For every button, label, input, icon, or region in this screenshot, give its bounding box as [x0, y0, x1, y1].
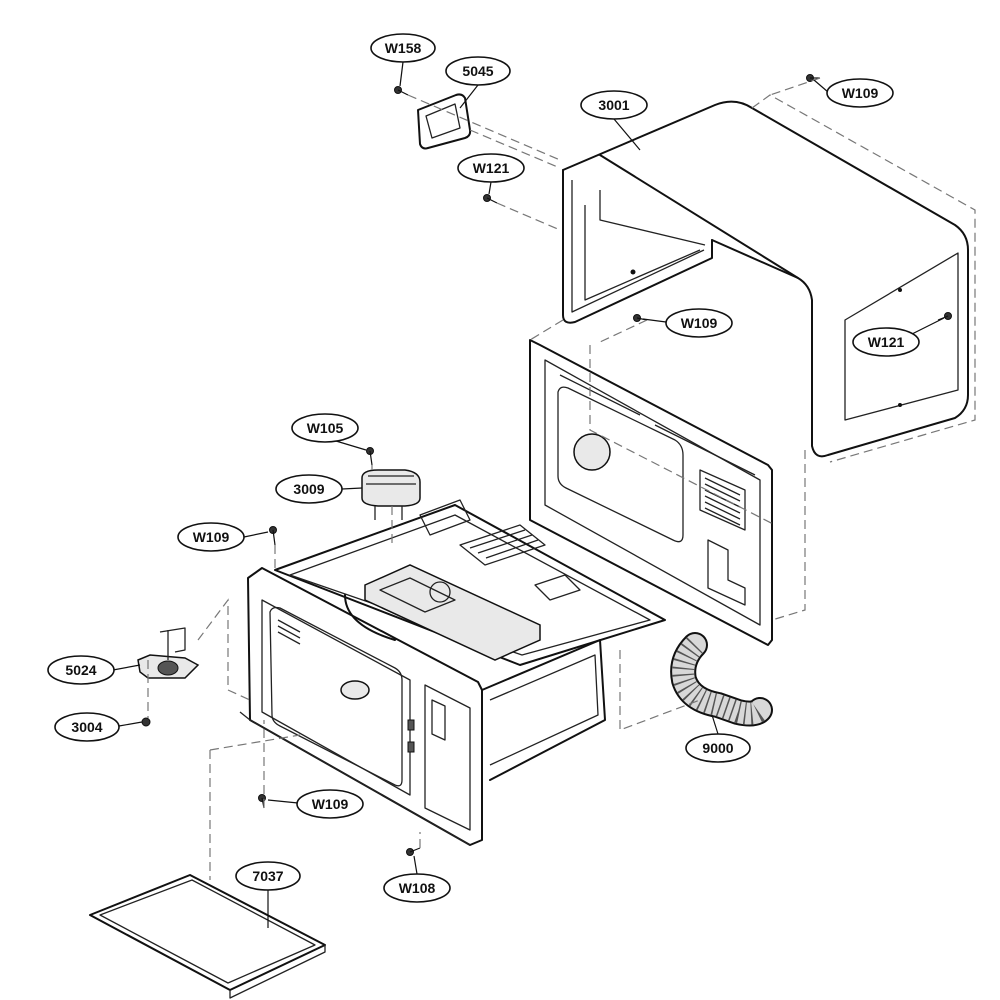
svg-text:3001: 3001 [598, 97, 629, 113]
svg-text:5045: 5045 [462, 63, 493, 79]
svg-text:W105: W105 [307, 420, 344, 436]
screw-icon [269, 526, 277, 546]
top-deck-vent-grille [459, 524, 546, 566]
callout-7037: 7037 [235, 861, 301, 891]
svg-text:3009: 3009 [293, 481, 324, 497]
outer-cabinet-part [562, 100, 969, 458]
svg-text:5024: 5024 [65, 662, 96, 678]
callout-w121-top: W121 [457, 153, 525, 183]
svg-text:W109: W109 [193, 529, 230, 545]
screw-icon [483, 194, 498, 204]
callout-w108: W108 [383, 873, 451, 903]
interlock-switch-part [361, 469, 421, 520]
screw-icon [406, 847, 421, 856]
screw-icon [366, 447, 374, 466]
callout-w105: W105 [291, 413, 359, 443]
glass-tray-part [89, 874, 326, 999]
oven-cavity-chassis-part [239, 499, 666, 846]
stirrer-motor-part [137, 627, 200, 679]
callout-5045: 5045 [445, 56, 511, 86]
svg-text:W121: W121 [868, 334, 905, 350]
callout-w109-top: W109 [826, 78, 894, 108]
cavity-light [340, 680, 370, 700]
callout-5024: 5024 [47, 655, 115, 685]
rear-panel-vent-grille [704, 477, 741, 526]
callout-3004: 3004 [54, 712, 120, 742]
callout-3009: 3009 [275, 474, 343, 504]
svg-text:W109: W109 [681, 315, 718, 331]
svg-text:W109: W109 [842, 85, 879, 101]
svg-text:W158: W158 [385, 40, 422, 56]
callouts: W158 5045 W109 3001 W121 W109 [47, 33, 945, 928]
callout-w109-mid: W109 [665, 308, 733, 338]
callout-w158: W158 [370, 33, 436, 63]
svg-text:W108: W108 [399, 880, 436, 896]
svg-text:7037: 7037 [252, 868, 283, 884]
callout-3001: 3001 [580, 90, 648, 120]
callout-9000: 9000 [685, 733, 751, 763]
svg-text:W121: W121 [473, 160, 510, 176]
flex-duct-hose-part [670, 632, 773, 727]
stirrer-nut-part [141, 717, 151, 727]
screw-icon [937, 312, 952, 321]
cavity-vent-grille [277, 619, 301, 645]
shield-bracket-5045-part [417, 93, 472, 150]
svg-text:3004: 3004 [71, 719, 102, 735]
svg-text:W109: W109 [312, 796, 349, 812]
callout-w121-right: W121 [852, 327, 920, 357]
callout-w109-bottom: W109 [296, 789, 364, 819]
assembly-guide-lines [147, 77, 976, 880]
rear-panel-part [529, 339, 773, 646]
screw-icon [394, 86, 409, 96]
svg-text:9000: 9000 [702, 740, 733, 756]
callout-w109-left: W109 [177, 522, 245, 552]
screws [258, 74, 952, 856]
